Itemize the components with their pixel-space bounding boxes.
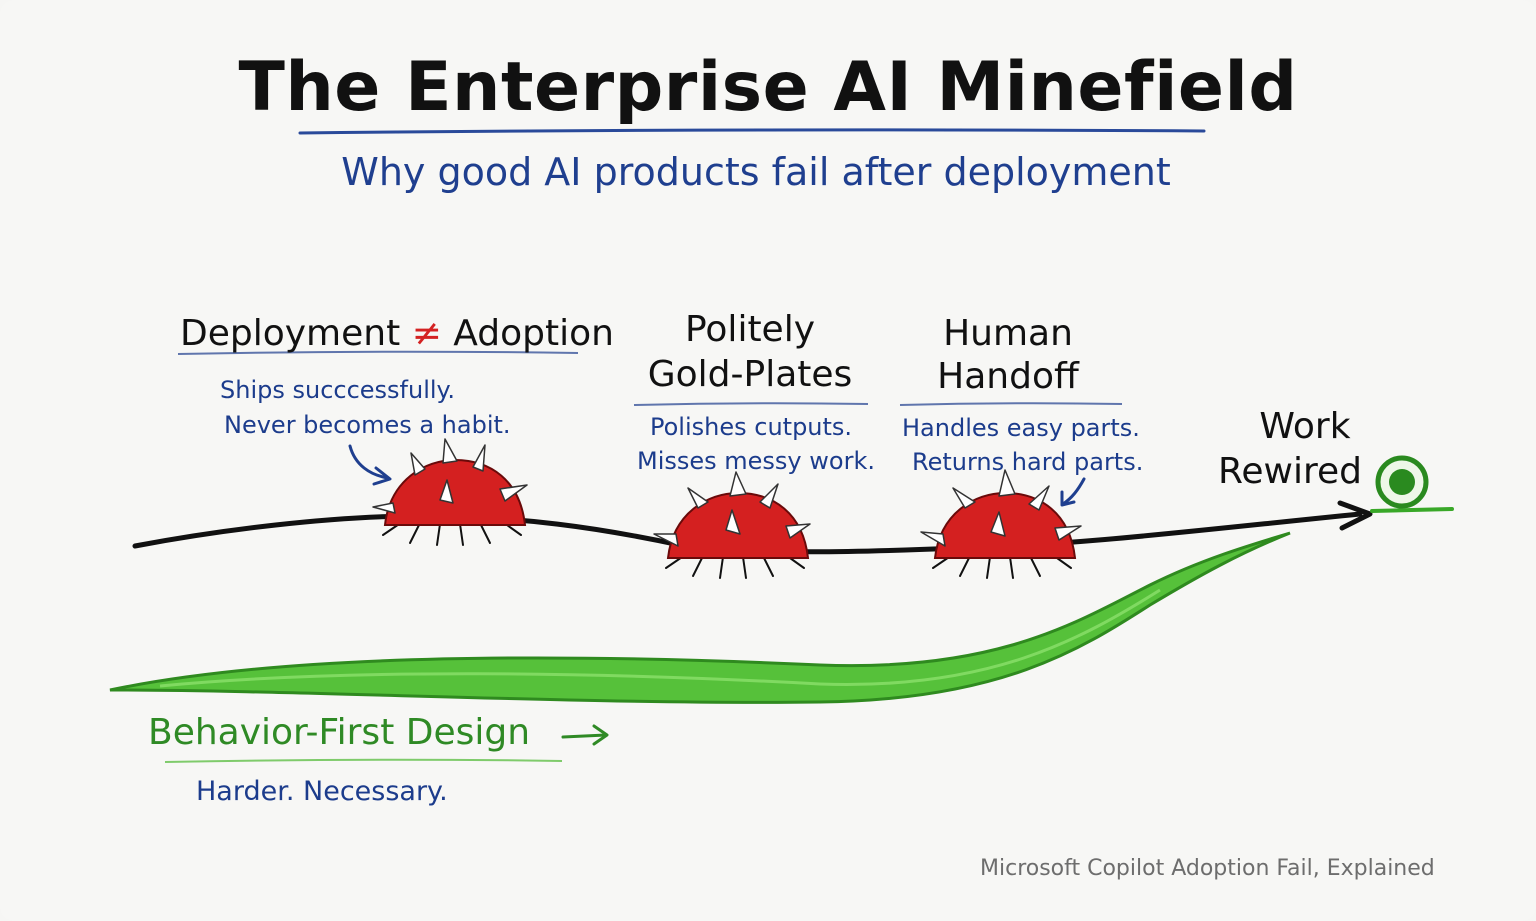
goal-line-1: Work (1250, 405, 1360, 449)
goal-marker-icon (1372, 458, 1452, 511)
mine-3-line-1: Handles easy parts. (902, 411, 1140, 445)
mine-3-line-2: Returns hard parts. (912, 445, 1143, 479)
mine-3-heading-line-2: Handoff (880, 355, 1136, 399)
mine-1-icon (373, 439, 527, 545)
annotation-arrow-1 (350, 446, 390, 484)
mine-1-line-1: Ships succcessfully. (220, 373, 455, 407)
alternative-subtitle: Harder. Necessary. (196, 775, 448, 809)
alternative-title: Behavior-First Design (148, 712, 530, 753)
not-equal-symbol: ≠ (412, 313, 442, 354)
mine-1-heading-right: Adoption (453, 313, 614, 354)
mine-3-heading-line-1: Human (880, 312, 1136, 356)
goal-line-2: Rewired (1210, 450, 1370, 494)
mine-1-heading: Deployment ≠ Adoption (180, 312, 614, 356)
title-underline (300, 130, 1204, 133)
annotation-arrow-2 (1062, 479, 1084, 505)
mine-2-heading-line-1: Politely (620, 308, 880, 352)
mine-2-line-2: Misses messy work. (637, 444, 875, 478)
footer-caption: Microsoft Copilot Adoption Fail, Explain… (980, 856, 1435, 881)
mine-3-icon (921, 470, 1081, 578)
mine-2-heading-line-2: Gold-Plates (620, 353, 880, 397)
mine-2-line-1: Polishes cutputs. (650, 410, 852, 444)
alternative-arrow-icon (563, 726, 607, 744)
mine-2-icon (654, 472, 810, 578)
page-subtitle: Why good AI products fail after deployme… (0, 150, 1512, 194)
mine-1-line-2: Never becomes a habit. (224, 408, 511, 442)
mine-2-underline (634, 403, 868, 405)
page-title: The Enterprise AI Minefield (0, 48, 1536, 127)
mine-3-underline (900, 403, 1122, 405)
mine-1-heading-left: Deployment (180, 313, 400, 354)
alternative-underline (165, 760, 562, 762)
